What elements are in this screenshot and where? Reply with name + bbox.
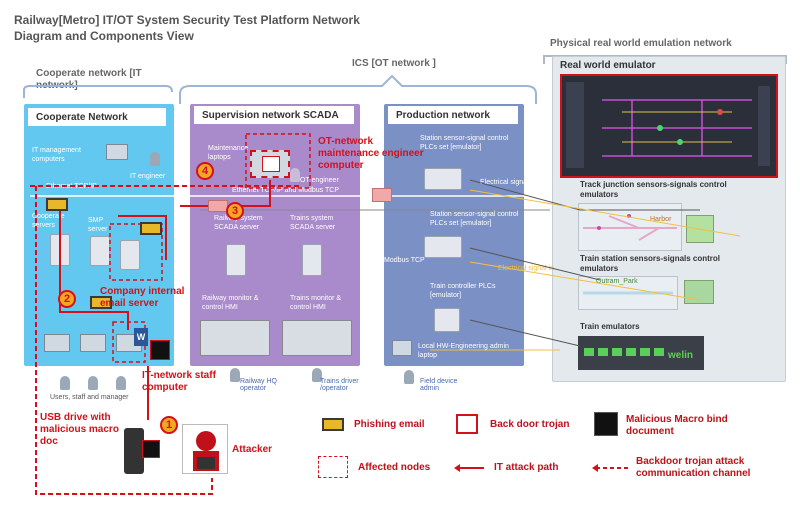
emulator-header: Real world emulator [560,60,656,71]
firewall-1-icon [208,200,228,212]
legend-trojan-icon [456,414,478,434]
user-person-2-icon [88,376,98,390]
train-station-label: Train station sensors-signals control em… [580,254,721,273]
user-laptop-1-icon [44,334,70,352]
email-server-label: Company internal email server [100,286,185,309]
train-plc-icon [434,308,460,332]
attacker-hacker-graphic [193,431,219,471]
trains-operator-label: Trains driver /operator [320,378,359,392]
attacker-icon [182,424,228,474]
station-sensor-1-label: Station sensor-signal control PLCs set [… [420,135,509,151]
production-header: Production network [388,106,518,124]
railway-scada-server-icon [226,244,246,276]
field-admin-person-icon [404,370,414,384]
train-station-panel [578,276,678,310]
trains-hmi-screen [282,320,352,356]
ics-label: ICS [OT network ] [352,58,436,69]
physical-network-label: Physical real world emulation network [550,38,732,49]
smp-server-label: SMP server [88,217,108,233]
plc-set-2-icon [424,236,462,258]
email-server-icon [120,240,140,270]
local-hw-label: Local HW-Engineering admin laptop [418,343,509,359]
firewall-2-icon [372,188,392,202]
it-mgmt-laptop-icon [106,144,128,160]
legend-phishing-label: Phishing email [354,419,425,430]
user-person-1-icon [60,376,70,390]
train-controller-label: Train controller PLCs [emulator] [430,283,496,299]
train-leds-graphic [584,348,664,356]
railway-hmi-screen [200,320,270,356]
it-engineer-label: IT engineer [130,173,166,180]
attack-step-4-badge: 4 [196,162,214,180]
attack-step-2-badge: 2 [58,290,76,308]
attack-step-3-badge: 3 [226,202,244,220]
legend-it-path-icon [454,464,484,472]
legend-trojan-label: Back door trojan [490,419,570,430]
it-mgmt-label: IT management computers [32,147,81,163]
track-junction-graphic [583,214,677,241]
maint-laptops-label: Maintenance laptops [208,145,249,161]
user-laptop-2-icon [80,334,106,352]
trains-scada-server-icon [302,244,322,276]
staff-computer-label: IT-network staff computer [142,370,216,393]
legend-macro-label: Malicious Macro bind document [626,414,728,437]
diagram-title: Railway[Metro] IT/OT System Security Tes… [14,13,360,43]
train-emulators-label: Train emulators [580,322,640,331]
phishing-email-icon-1 [46,198,68,211]
macro-skull-icon [150,340,170,360]
emulator-screen [560,74,778,178]
legend-it-path-label: IT attack path [494,462,559,473]
cooperate-network-zone [24,104,174,366]
attacker-label: Attacker [232,444,273,455]
plc-set-1-icon [424,168,462,190]
railway-hmi-label: Railway monitor & control HMI [202,295,259,311]
station-sensor-2-label: Station sensor-signal control PLCs set [… [430,211,519,227]
ot-engineer-person-icon [290,168,300,182]
phishing-email-icon-2 [140,222,162,235]
legend-affected-label: Affected nodes [358,462,431,473]
local-admin-laptop-icon [392,340,412,356]
legend-backdoor-icon [592,464,628,472]
ot-engineer-computer-label: OT-network maintenance engineer computer [318,136,424,171]
usb-drive-label: USB drive with malicious macro doc [40,412,119,447]
train-station-board [684,280,714,304]
word-document-icon: W [134,328,148,346]
trains-hmi-label: Trains monitor & control HMI [290,295,342,311]
railway-operator-label: Railway HQ operator [240,378,277,392]
harbor-label: Harbor [650,216,672,223]
usb-skull-icon [142,440,160,458]
train-emulators-panel [578,336,704,370]
usb-drive-icon [124,428,144,474]
scada-header: Supervision network SCADA [194,106,354,124]
cooperate-network-header: Cooperate Network [28,108,166,126]
trains-server-label: Trains system SCADA server [290,215,336,231]
it-engineer-person-icon [150,152,160,166]
trojan-horse-icon [262,156,280,172]
user-person-3-icon [116,376,126,390]
users-label: Users, staff and manager [50,394,129,401]
electrical-in-label: Electrical signal in [498,265,555,272]
outram-park-label: Outram_Park [596,278,638,285]
welin-label: welin [668,350,694,361]
track-junction-label: Track junction sensors-signals control e… [580,180,727,199]
ethernet-modbus-label: Ethernet TCP/IP and Modbus TCP [232,187,340,194]
field-admin-label: Field device admin [420,378,458,392]
trains-operator-person-icon [312,368,322,382]
cooperate-servers-label: Cooperate servers [32,213,65,229]
legend-affected-icon [318,456,348,478]
attack-step-1-badge: 1 [160,416,178,434]
railway-operator-person-icon [230,368,240,382]
ot-engineer-label: OT engineer [300,177,339,184]
legend-phishing-icon [322,418,344,431]
emulator-track-map [562,76,776,176]
modbus-label: Modbus TCP [384,257,425,264]
legend-backdoor-label: Backdoor trojan attack communication cha… [636,456,751,479]
electrical-out-label: Electrical signal out [480,179,541,186]
phishing-email-icon-3 [90,296,112,309]
legend-macro-icon [594,412,618,436]
